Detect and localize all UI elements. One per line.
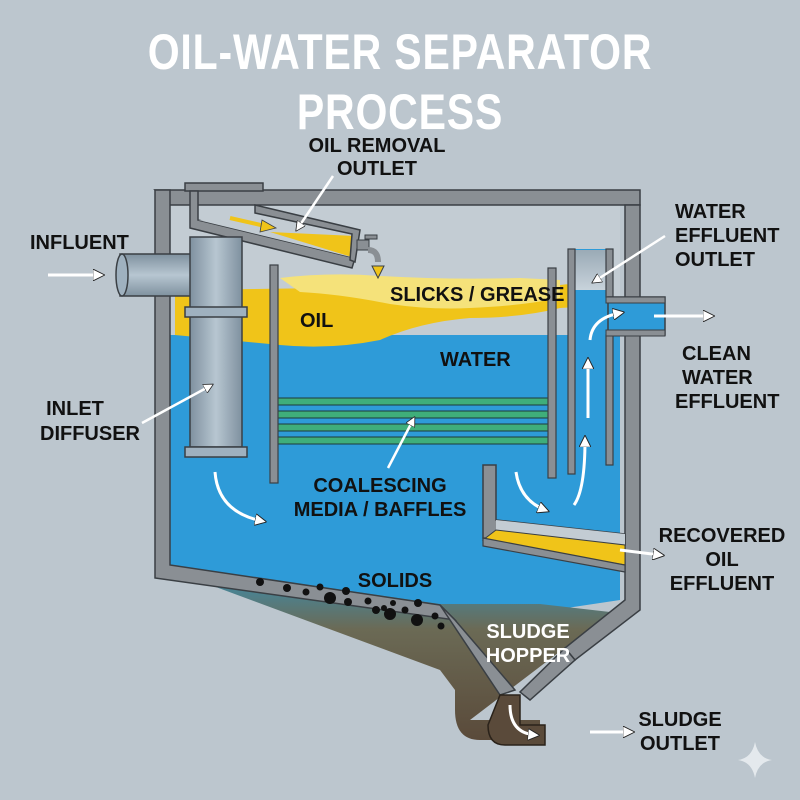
inlet-baffle [269,264,279,484]
diffuser-flow-arrow [213,471,262,521]
sludge-outlet-label-line1: SLUDGE [638,709,721,731]
sparkle-icon [738,742,772,778]
oil-removal-pointer [298,175,335,228]
water-outlet-label-line3: OUTLET [675,249,755,271]
oil-removal-label-line1: OIL REMOVAL [308,135,445,157]
recovered-oil-label-line2: OIL [705,549,738,571]
inlet-diffuser-label-line2: DIFFUSER [40,423,141,445]
solids [256,578,445,630]
inlet-diffuser[interactable] [115,236,248,458]
outlet-baffle [547,267,557,479]
water-outlet-pointer [595,234,666,281]
media-label-line1: COALESCING [313,475,446,497]
clean-water-label-line1: CLEAN [682,343,751,365]
page-title: OIL-WATER SEPARATOR PROCESS [147,24,653,140]
solids-label: SOLIDS [358,570,432,592]
flow-arrows [48,275,710,732]
water-effluent-outlet[interactable] [567,248,666,475]
sludge-outlet-label-line2: OUTLET [640,733,720,755]
water-outlet-label-line1: WATER [675,201,746,223]
recovered-oil-label-line1: RECOVERED [659,525,786,547]
recovered-oil-arrow [619,550,660,555]
clean-water-label-line2: WATER [682,367,753,389]
sludge-hopper-label-line2: HOPPER [486,645,571,667]
media-pointer [386,420,413,469]
oil-removal-label-line2: OUTLET [337,158,417,180]
influent-label: INFLUENT [30,232,129,254]
tank-wall [153,189,641,701]
slicks-grease-label: SLICKS / GREASE [390,284,564,306]
sludge-hopper-label-line1: SLUDGE [486,621,569,643]
oil-label: OIL [300,310,333,332]
recovered-oil-label-line3: EFFLUENT [670,573,774,595]
inlet-diffuser-label-line1: INLET [46,398,104,420]
water-outlet-label-line2: EFFLUENT [675,225,779,247]
oil-layer [175,274,612,347]
pointer-lines [141,175,666,469]
upflow-arrow-3 [588,313,620,341]
recovered-oil-channel[interactable] [481,464,626,573]
water-label: WATER [440,349,511,371]
underflow-arrow [514,471,545,510]
clean-water-label-line3: EFFLUENT [675,391,779,413]
sludge-layer [170,570,610,740]
sludge-flow-arrow [508,704,535,735]
oil-removal-trough [184,182,385,280]
inlet-diffuser-pointer [141,386,210,425]
media-label-line2: MEDIA / BAFFLES [294,499,467,521]
upflow-arrow-1 [572,440,585,506]
